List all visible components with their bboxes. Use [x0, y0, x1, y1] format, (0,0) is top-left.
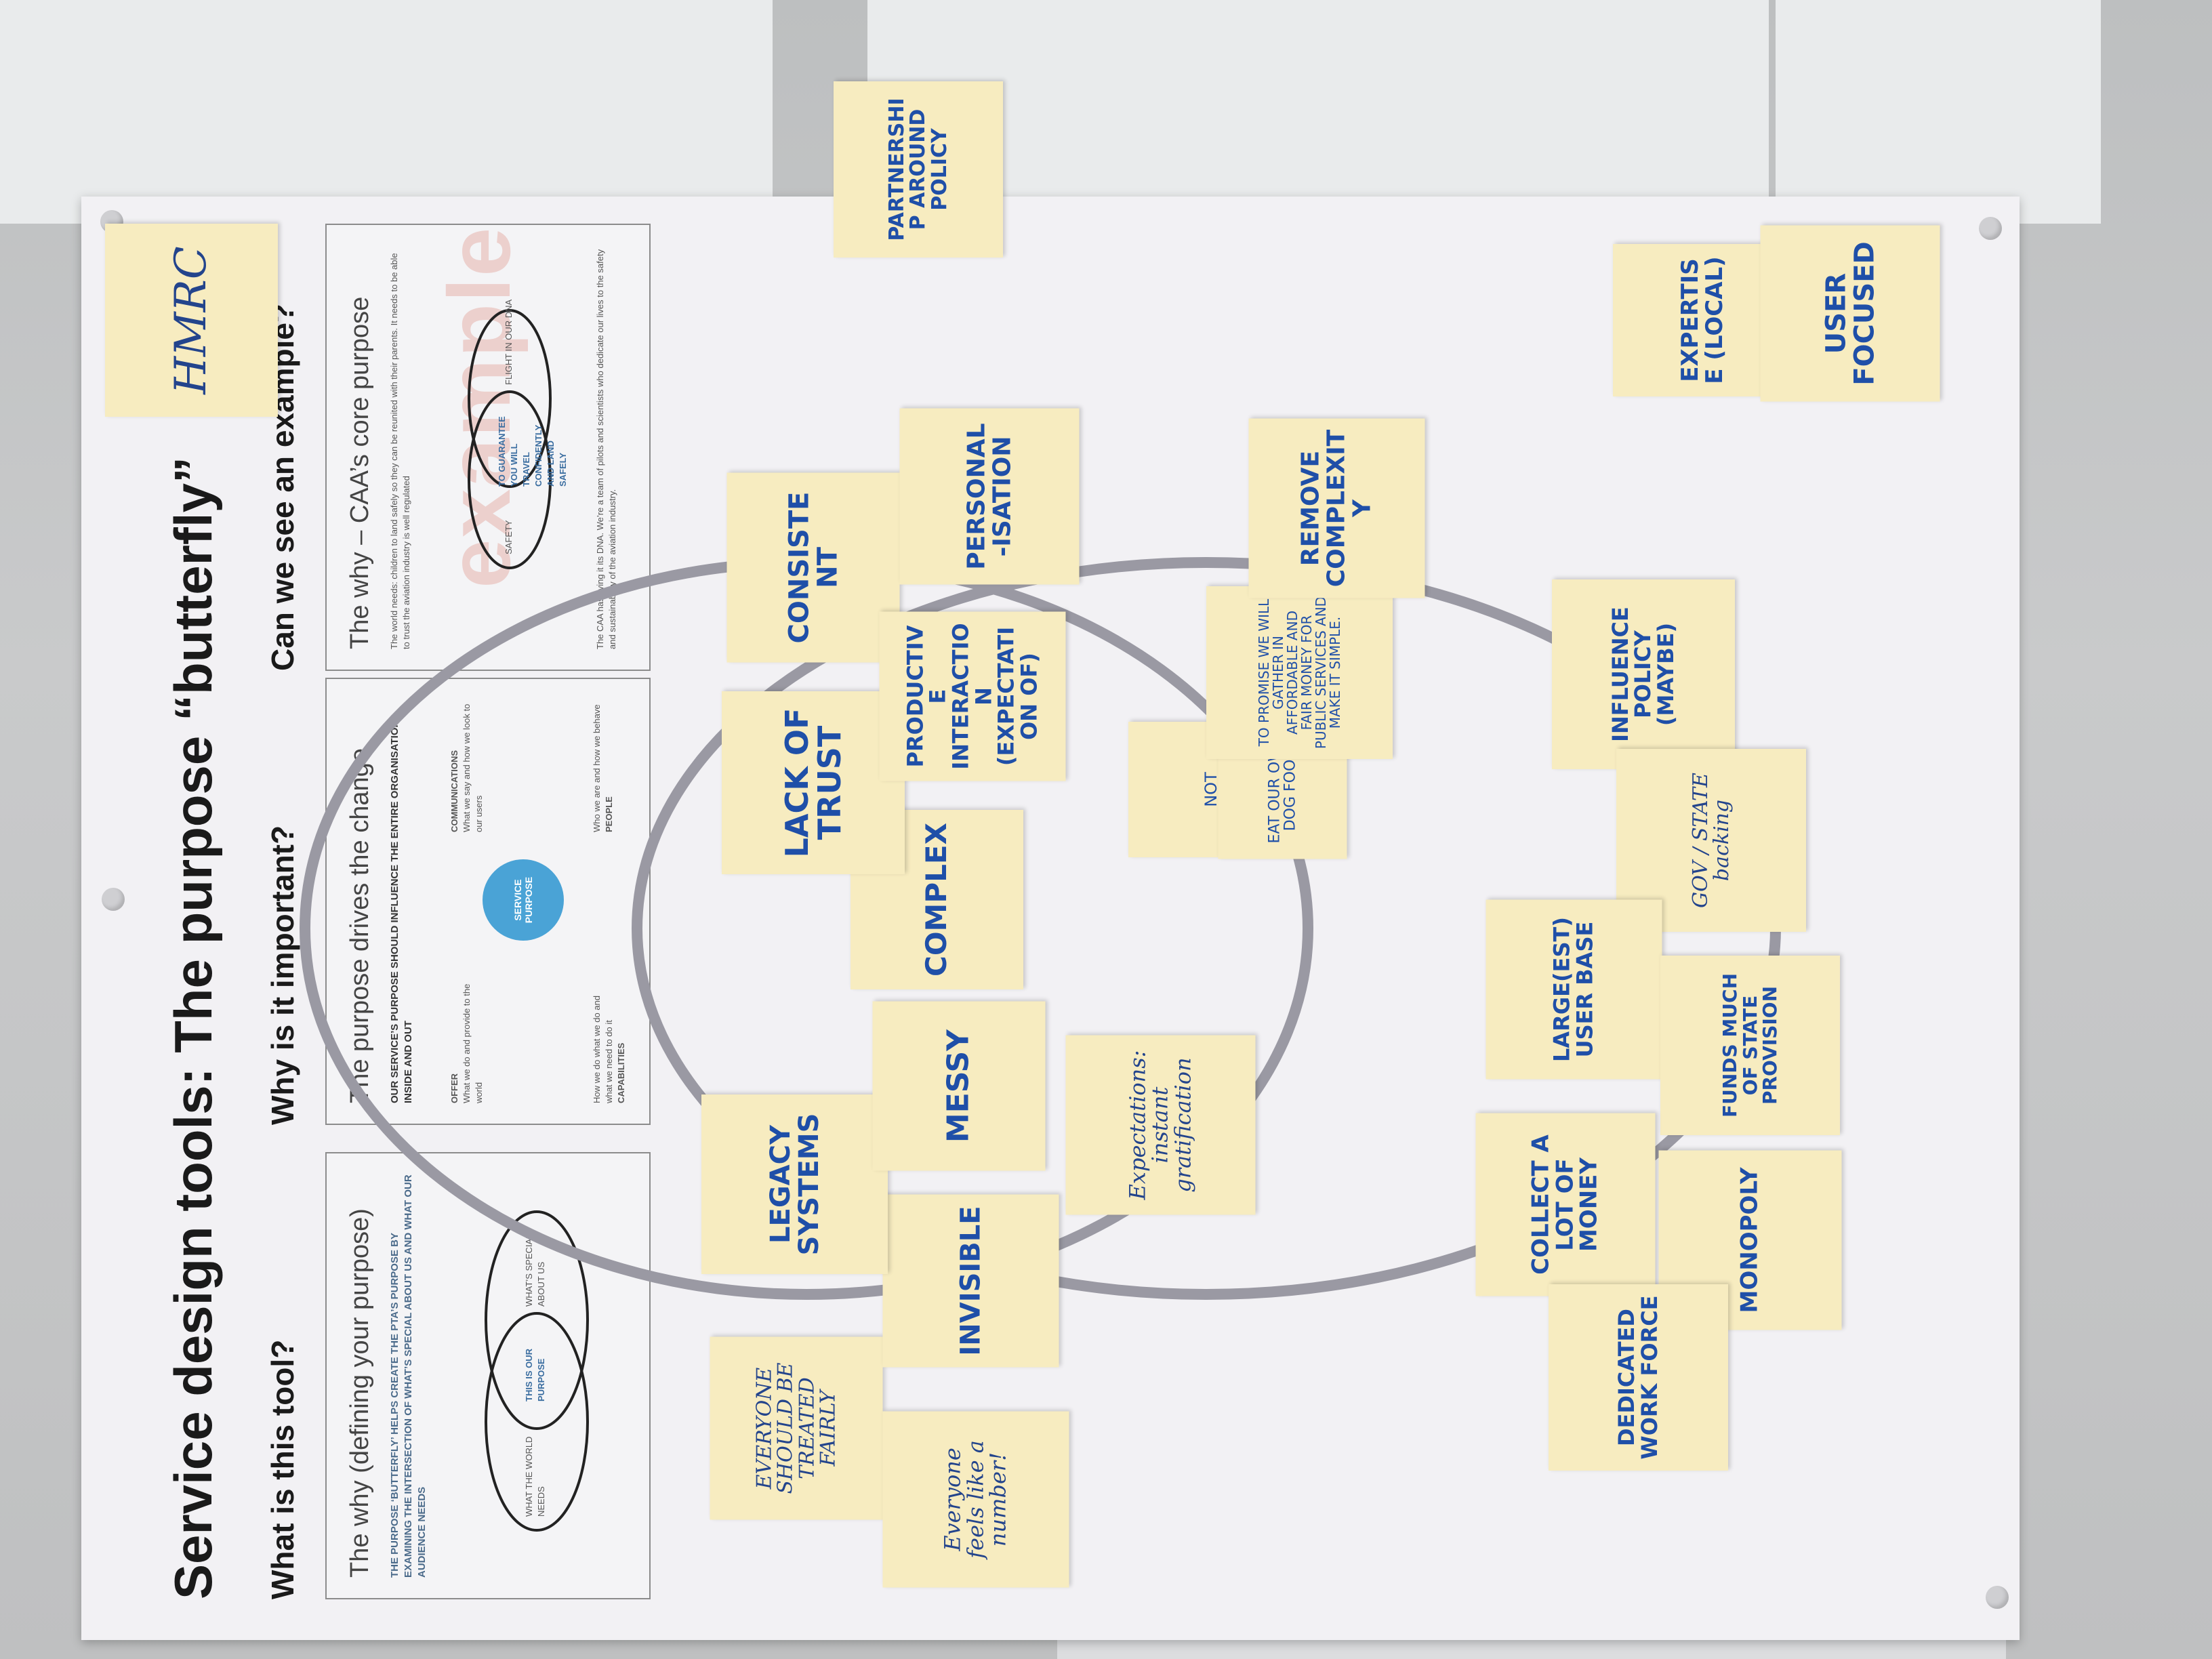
background-paper-mid: [867, 0, 1769, 210]
sticky-personalisation: PERSONAL -ISATION: [899, 408, 1080, 585]
caa-rings-diagram: [468, 309, 552, 569]
sticky-remove-complexity: REMOVE COMPLEXITY: [1248, 418, 1425, 598]
sticky-user-focused: USER FOCUSED: [1760, 225, 1940, 402]
sticky-partnership: PARTNERSHIP AROUND POLICY: [834, 81, 1003, 258]
sticky-consistent: CONSISTENT: [726, 472, 900, 663]
background-paper-right: [1776, 0, 2101, 224]
sticky-collect-money: COLLECT A LOT OF MONEY: [1475, 1113, 1656, 1296]
pin-icon: [1986, 1586, 2009, 1609]
panel-caa-core-purpose: The why – CAA’s core purpose The world n…: [325, 224, 651, 671]
sticky-funds: FUNDS MUCH OF STATE PROVISION: [1660, 956, 1840, 1135]
sticky-influence-policy: INFLUENCE POLICY (MAYBE): [1552, 579, 1735, 769]
pin-icon: [102, 888, 125, 911]
printed-poster-content: Service design tools: The purpose “butte…: [81, 197, 2020, 1640]
sticky-hmrc: HMRC: [105, 224, 278, 417]
sticky-everyone-number: Everyone feels like a number!: [882, 1411, 1069, 1588]
sticky-everyone-fairly: EVERYONE SHOULD BE TREATED FAIRLY: [710, 1336, 883, 1520]
pin-icon: [1979, 217, 2002, 240]
butterfly-rings-diagram: [485, 1210, 589, 1532]
sticky-messy: MESSY: [872, 1001, 1046, 1171]
sticky-legacy-systems: LEGACY SYSTEMS: [701, 1094, 888, 1274]
background-paper-left: [0, 0, 773, 224]
sticky-invisible: INVISIBLE: [882, 1194, 1059, 1368]
sticky-promise: TO PROMISE WE WILL GATHER IN AFFORDABLE …: [1206, 586, 1393, 759]
sticky-expectations: Expectations: instant gratification: [1065, 1035, 1256, 1215]
sticky-larger-user-base: LARGE(EST) USER BASE: [1486, 899, 1662, 1080]
sticky-productive-interaction: PRODUCTIVE INTERACTION (EXPECTATION OF): [879, 611, 1066, 781]
panel-why-purpose: The why (defining your purpose) THE PURP…: [325, 1152, 651, 1599]
sticky-lack-of-trust: LACK OF TRUST: [722, 691, 905, 874]
sticky-dedicated-workforce: DEDICATED WORK FORCE: [1549, 1284, 1728, 1471]
